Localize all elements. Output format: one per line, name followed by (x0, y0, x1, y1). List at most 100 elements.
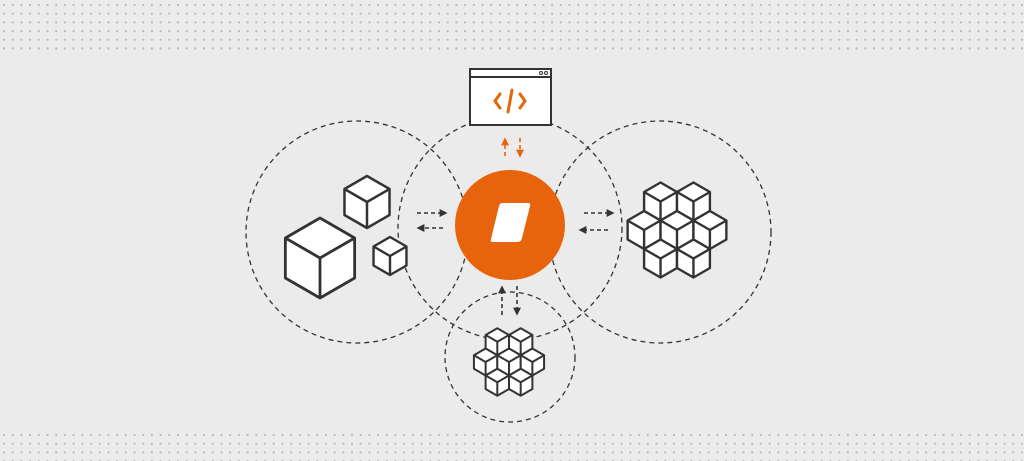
pattern-dot (420, 30, 423, 33)
pattern-dot (664, 433, 667, 437)
pattern-dot (690, 3, 693, 7)
pattern-dot (794, 433, 797, 437)
pattern-dot (11, 21, 14, 24)
pattern-dot (611, 3, 615, 7)
pattern-dot (655, 47, 658, 50)
pattern-dot (133, 21, 136, 24)
pattern-dot (37, 433, 40, 437)
pattern-dot (429, 38, 432, 41)
pattern-dot (959, 12, 963, 15)
pattern-dot (72, 12, 75, 15)
pattern-dot (646, 38, 649, 41)
pattern-dot (559, 21, 562, 24)
pattern-dot (524, 38, 528, 41)
pattern-dot (1003, 433, 1006, 437)
pattern-dot (211, 21, 214, 24)
pattern-dot (255, 3, 258, 7)
pattern-dot (594, 433, 597, 437)
pattern-dot (350, 21, 354, 24)
pattern-dot (629, 451, 632, 454)
pattern-dot (342, 47, 345, 50)
pattern-dot (263, 451, 267, 454)
pattern-dot (298, 12, 301, 15)
pattern-dot (63, 451, 66, 454)
pattern-dot (803, 21, 806, 24)
pattern-dot (368, 38, 371, 41)
pattern-dot (29, 38, 32, 41)
pattern-dot (577, 38, 580, 41)
pattern-dot (638, 442, 641, 445)
pattern-dot (176, 442, 180, 445)
pattern-dot (698, 47, 702, 50)
hub-node (455, 170, 565, 280)
pattern-dot (942, 433, 945, 437)
pattern-dot (11, 451, 14, 454)
pattern-dot (133, 38, 136, 41)
pattern-dot (220, 21, 223, 24)
pattern-dot (698, 3, 702, 7)
pattern-dot (464, 3, 467, 7)
pattern-dot (638, 47, 641, 50)
pattern-dot (168, 451, 171, 454)
pattern-dot (1003, 451, 1006, 454)
pattern-dot (1012, 38, 1015, 41)
pattern-dot (490, 433, 493, 437)
pattern-dot (498, 21, 501, 24)
pattern-dot (1012, 30, 1015, 33)
pattern-dot (411, 451, 414, 454)
pattern-dot (124, 30, 127, 33)
pattern-dot (498, 47, 501, 50)
pattern-dot (820, 433, 823, 437)
pattern-dot (359, 47, 362, 50)
cube-icon (675, 238, 712, 279)
pattern-dot (194, 433, 197, 437)
pattern-dot (890, 47, 893, 50)
pattern-dot (1003, 442, 1006, 445)
pattern-dot (263, 442, 267, 445)
pattern-dot (629, 30, 632, 33)
pattern-dot (698, 12, 702, 15)
pattern-dot (933, 21, 937, 24)
pattern-dot (785, 433, 789, 437)
pattern-dot (611, 30, 615, 33)
pattern-dot (159, 442, 162, 445)
pattern-dot (986, 30, 989, 33)
pattern-dot (342, 451, 345, 454)
pattern-dot (933, 30, 937, 33)
pattern-dot (794, 12, 797, 15)
pattern-dot (455, 3, 458, 7)
pattern-dot (272, 442, 275, 445)
pattern-dot (1003, 12, 1006, 15)
pattern-dot (690, 47, 693, 50)
pattern-dot (63, 442, 66, 445)
pattern-dot (977, 21, 980, 24)
pattern-dot (446, 433, 449, 437)
pattern-dot (542, 30, 545, 33)
pattern-dot (263, 38, 267, 41)
pattern-dot (707, 433, 710, 437)
pattern-dot (420, 21, 423, 24)
pattern-dot (255, 30, 258, 33)
pattern-dot (290, 3, 293, 7)
pattern-dot (803, 433, 806, 437)
pattern-dot (472, 30, 475, 33)
pattern-dot (777, 30, 780, 33)
pattern-dot (437, 47, 441, 50)
pattern-dot (377, 433, 380, 437)
pattern-dot (1020, 451, 1024, 454)
pattern-dot (263, 47, 267, 50)
pattern-dot (498, 451, 501, 454)
pattern-dot (829, 442, 832, 445)
pattern-dot (1012, 442, 1015, 445)
pattern-dot (116, 38, 119, 41)
pattern-dot (1020, 12, 1024, 15)
pattern-dot (742, 442, 745, 445)
pattern-dot (194, 442, 197, 445)
pattern-dot (411, 12, 414, 15)
pattern-dot (533, 442, 536, 445)
pattern-dot (203, 30, 206, 33)
pattern-dot (98, 30, 101, 33)
pattern-dot (272, 433, 275, 437)
pattern-dot (168, 30, 171, 33)
pattern-dot (899, 21, 902, 24)
